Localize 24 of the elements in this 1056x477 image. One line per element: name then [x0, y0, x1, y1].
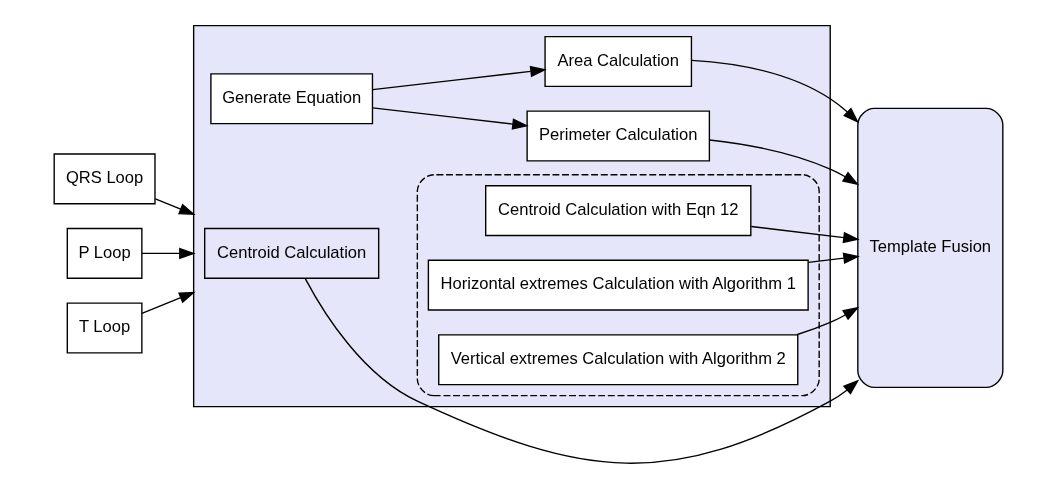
arrow: [304, 277, 859, 464]
node-box: Centroid Calculation with Eqn 12: [484, 184, 751, 236]
cluster: [192, 24, 831, 407]
arrow: [140, 247, 196, 259]
arrow: [154, 197, 196, 215]
node-box: Area Calculation: [543, 35, 692, 87]
arrow: [795, 306, 859, 335]
node-box: Horizontal extremes Calculation with Algorithm 1: [427, 259, 809, 311]
node-box: Generate Equation: [209, 72, 373, 124]
node-box: Template Fusion: [856, 107, 1003, 388]
arrow: [371, 106, 529, 130]
arrow: [750, 225, 860, 243]
arrow: [708, 138, 859, 185]
node-box: T Loop: [66, 301, 143, 353]
arrow: [140, 291, 196, 314]
cluster: [416, 173, 820, 396]
arrow: [690, 59, 859, 123]
arrow: [371, 65, 547, 90]
arrow: [807, 251, 860, 264]
node-box: Centroid Calculation: [203, 227, 379, 279]
node-box: P Loop: [66, 227, 143, 279]
node-box: QRS Loop: [53, 152, 156, 204]
node-box: Perimeter Calculation: [525, 110, 710, 162]
node-box: Vertical extremes Calculation with Algorithm 2: [437, 333, 798, 385]
